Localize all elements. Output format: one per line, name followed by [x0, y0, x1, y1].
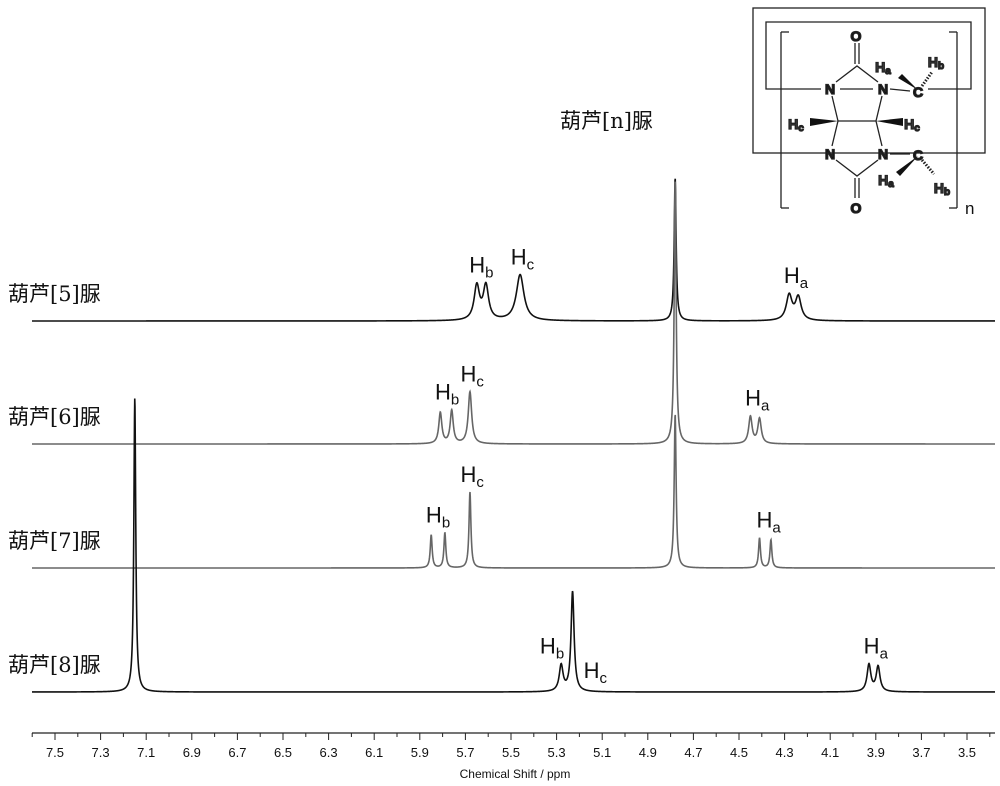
- x-tick-label: 5.3: [548, 745, 566, 760]
- x-tick-label: 5.1: [593, 745, 611, 760]
- trace-labels: 葫芦[5]脲葫芦[6]脲葫芦[7]脲葫芦[8]脲: [8, 282, 101, 677]
- x-tick-label: 7.5: [46, 745, 64, 760]
- atom-n: N: [878, 146, 888, 162]
- trace-label: 葫芦[8]脲: [8, 653, 101, 677]
- x-axis: 7.5 7.3 7.1 6.9 6.7 6.5 6.3 6.1 5.9 5.7 5.5 5.3 5.1 4…: [31, 732, 995, 760]
- atom-hb: Hb: [934, 180, 950, 198]
- atom-o-top: O: [851, 28, 862, 44]
- x-tick-label: 4.5: [730, 745, 748, 760]
- peak-label: Hb: [426, 503, 450, 532]
- peak-label: Hc: [584, 658, 608, 687]
- x-tick-label: 6.1: [365, 745, 383, 760]
- peak-label: Ha: [745, 386, 770, 415]
- x-tick-label: 5.9: [411, 745, 429, 760]
- spectrum-trace-2: [32, 181, 995, 445]
- x-tick-label: 6.3: [320, 745, 338, 760]
- x-tick-label: 6.9: [183, 745, 201, 760]
- atom-hc: Hc: [788, 116, 804, 134]
- spectrum-trace-3: [32, 414, 995, 569]
- atom-ha: Ha: [878, 172, 894, 190]
- peak-label: Hb: [435, 380, 459, 409]
- peak-label: Ha: [757, 508, 782, 537]
- x-tick-label: 4.9: [639, 745, 657, 760]
- x-tick-label: 6.7: [228, 745, 246, 760]
- x-tick-label: 6.5: [274, 745, 292, 760]
- cucurbituril-structure: O N N C Ha Hb Hc Hc N N C Ha Hb O n: [752, 7, 986, 218]
- x-tick-label: 4.7: [684, 745, 702, 760]
- atom-hb: Hb: [928, 54, 944, 72]
- x-tick-label: 3.5: [958, 745, 976, 760]
- x-tick-label: 7.3: [92, 745, 110, 760]
- peak-label: Ha: [864, 634, 889, 663]
- x-tick-label: 7.1: [137, 745, 155, 760]
- x-tick-label: 5.7: [456, 745, 474, 760]
- atom-n: N: [878, 81, 888, 97]
- x-tick-label: 3.9: [867, 745, 885, 760]
- repeat-n: n: [965, 199, 974, 218]
- atom-c: C: [913, 84, 923, 100]
- trace-label: 葫芦[7]脲: [8, 529, 101, 553]
- spectra-traces: [32, 178, 995, 693]
- peak-label: Ha: [784, 263, 809, 292]
- trace-label: 葫芦[6]脲: [8, 405, 101, 429]
- atom-n: N: [825, 146, 835, 162]
- atom-ha: Ha: [875, 59, 891, 77]
- x-tick-label: 4.3: [776, 745, 794, 760]
- peak-label: Hc: [461, 362, 485, 391]
- trace-label: 葫芦[5]脲: [8, 282, 101, 306]
- x-tick-label: 5.5: [502, 745, 520, 760]
- peak-label: Hb: [469, 252, 493, 281]
- peak-label: Hc: [511, 245, 535, 274]
- spectrum-trace-4: [32, 398, 995, 693]
- atom-n: N: [825, 81, 835, 97]
- atom-c: C: [913, 147, 923, 163]
- spectrum-trace-1: [32, 178, 995, 322]
- chart-title: 葫芦[n]脲: [560, 109, 653, 133]
- x-tick-label: 3.7: [912, 745, 930, 760]
- peak-label: Hc: [461, 462, 485, 491]
- x-tick-label: 4.1: [821, 745, 839, 760]
- atom-hc: Hc: [904, 116, 920, 134]
- x-axis-title: Chemical Shift / ppm: [460, 767, 571, 781]
- peak-label: Hb: [540, 633, 564, 662]
- atom-o-bottom: O: [851, 200, 862, 216]
